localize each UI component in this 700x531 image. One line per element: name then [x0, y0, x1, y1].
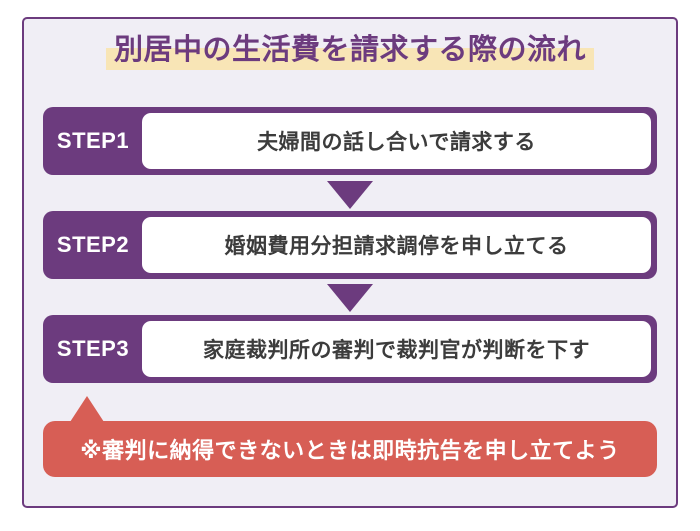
note-pointer-up-icon [70, 396, 104, 422]
step-2-text: 婚姻費用分担請求調停を申し立てる [142, 217, 651, 273]
step-3-label: STEP3 [56, 336, 130, 361]
note-text: ※審判に納得できないときは即時抗告を申し立てよう [80, 438, 620, 463]
step-2-label: STEP2 [56, 232, 130, 257]
step-row-3: STEP3 家庭裁判所の審判で裁判官が判断を下す [43, 315, 657, 383]
step-1-label: STEP1 [56, 128, 130, 153]
down-arrow-icon [327, 284, 373, 312]
step-1-text: 夫婦間の話し合いで請求する [142, 113, 651, 169]
note-bubble: ※審判に納得できないときは即時抗告を申し立てよう [43, 421, 657, 477]
page-title: 別居中の生活費を請求する際の流れ [0, 30, 700, 70]
down-arrow-icon [327, 181, 373, 209]
step-row-2: STEP2 婚姻費用分担請求調停を申し立てる [43, 211, 657, 279]
step-3-text: 家庭裁判所の審判で裁判官が判断を下す [142, 321, 651, 377]
page-title-text: 別居中の生活費を請求する際の流れ [105, 30, 594, 70]
step-row-1: STEP1 夫婦間の話し合いで請求する [43, 107, 657, 175]
